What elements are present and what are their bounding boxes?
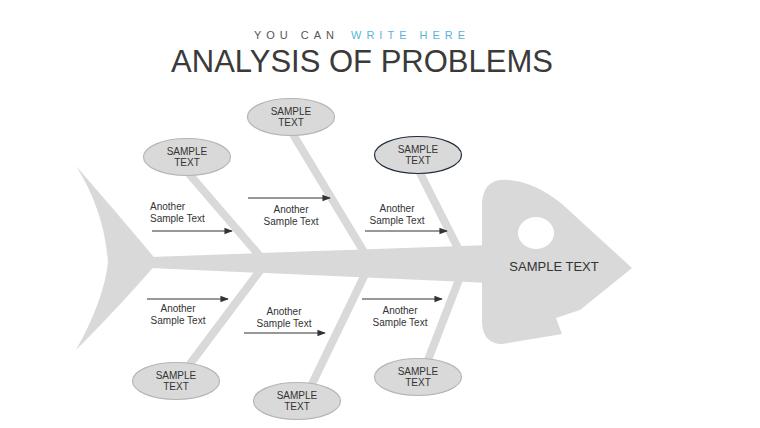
fish-bone <box>428 264 465 360</box>
cause-label: Another Sample Text <box>368 305 432 329</box>
head-outline <box>482 180 632 344</box>
cause-arrow <box>147 298 228 299</box>
fish-eye <box>518 217 554 249</box>
fish-spine <box>150 245 490 283</box>
cause-label: Another Sample Text <box>146 303 210 327</box>
cause-oval: SAMPLE TEXT <box>132 362 220 400</box>
cause-label: Another Sample Text <box>150 201 214 225</box>
cause-oval: SAMPLE TEXT <box>253 382 341 420</box>
fish-head: SAMPLE TEXT <box>480 172 636 348</box>
fish-bone <box>190 264 265 364</box>
cause-arrow <box>152 230 232 231</box>
kicker-text: WRITE HERE <box>351 29 470 41</box>
cause-arrows <box>147 198 447 333</box>
node-text: SAMPLE TEXT <box>266 106 316 128</box>
fish-tail <box>76 166 158 350</box>
cause-arrow <box>362 298 442 299</box>
node-text: SAMPLE TEXT <box>393 144 443 166</box>
cause-arrow <box>248 197 330 198</box>
cause-oval: SAMPLE TEXT <box>374 136 462 174</box>
node-text: SAMPLE TEXT <box>509 259 598 274</box>
oval-outline <box>144 139 231 176</box>
slide-title: ANALYSIS OF PROBLEMS <box>0 44 724 80</box>
fish-bone <box>420 173 465 262</box>
cause-label: Another Sample Text <box>365 203 429 227</box>
node-text: SAMPLE TEXT <box>151 370 201 392</box>
oval-outline <box>375 137 462 174</box>
fish-bones <box>190 136 465 384</box>
cause-arrow <box>365 230 447 231</box>
kicker-text: YOU CAN <box>254 29 339 41</box>
cause-label: Another Sample Text <box>259 204 323 228</box>
node-text: SAMPLE TEXT <box>272 390 322 412</box>
cause-oval: SAMPLE TEXT <box>143 138 231 176</box>
kicker-row: YOU CAN WRITE HERE <box>0 29 724 41</box>
oval-outline <box>254 383 341 420</box>
cause-oval: SAMPLE TEXT <box>374 358 462 396</box>
node-text: SAMPLE TEXT <box>393 366 443 388</box>
oval-outline <box>248 99 335 136</box>
fish-bone <box>312 264 370 384</box>
oval-outline <box>133 363 220 400</box>
cause-label: Another Sample Text <box>252 306 316 330</box>
fish-bone <box>294 136 370 262</box>
cause-oval: SAMPLE TEXT <box>247 98 335 136</box>
oval-outline <box>375 359 462 396</box>
node-text: SAMPLE TEXT <box>162 146 212 168</box>
cause-arrow <box>244 332 325 333</box>
